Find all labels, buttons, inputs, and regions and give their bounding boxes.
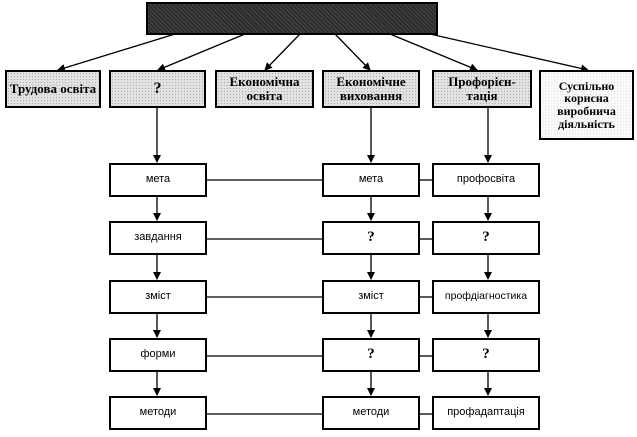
left-box-forms: форми <box>109 338 207 372</box>
cell-label: мета <box>145 173 171 186</box>
category-label: Економічне виховання <box>336 74 406 103</box>
cell-label: профадаптація <box>447 406 525 419</box>
right-box-prof-adaptation: профадаптація <box>432 396 540 430</box>
cell-label: профдіагностика <box>444 290 528 303</box>
category-label: Трудова освіта <box>9 81 97 97</box>
cell-label: ? <box>367 229 375 246</box>
cell-label: ? <box>482 229 490 246</box>
cell-label: зміст <box>358 290 384 303</box>
category-economic-upbringing: Економічне виховання <box>322 70 420 108</box>
mid-box-content: зміст <box>322 280 420 314</box>
cell-label: методи <box>352 406 390 419</box>
category-labor-education: Трудова освіта <box>5 70 101 108</box>
cell-label: профосвіта <box>456 173 516 186</box>
left-box-tasks: завдання <box>109 221 207 255</box>
cell-label: завдання <box>134 231 182 244</box>
category-label: Економічна освіта <box>229 74 300 103</box>
category-economic-education: Економічна освіта <box>215 70 314 108</box>
right-box-unknown-2: ? <box>432 338 540 372</box>
mid-box-unknown-1: ? <box>322 221 420 255</box>
cell-label: мета <box>358 173 384 186</box>
category-label: ? <box>153 79 162 97</box>
right-box-prof-diagnostics: профдіагностика <box>432 280 540 314</box>
right-box-prof-education: профосвіта <box>432 163 540 197</box>
category-socially-useful-work: Суспільно корисна виробнича діяльність <box>539 70 634 140</box>
right-box-unknown-1: ? <box>432 221 540 255</box>
mid-box-methods: методи <box>322 396 420 430</box>
cell-label: ? <box>482 346 490 363</box>
category-career-guidance: Профорієн-тація <box>432 70 532 108</box>
cell-label: форми <box>140 348 176 361</box>
left-box-goal: мета <box>109 163 207 197</box>
category-unknown: ? <box>109 70 206 108</box>
category-label: Суспільно корисна виробнича діяльність <box>557 78 616 131</box>
cell-label: зміст <box>145 290 171 303</box>
left-box-content: зміст <box>109 280 207 314</box>
category-label: Профорієн-тація <box>448 74 516 103</box>
cell-label: методи <box>139 406 177 419</box>
mid-box-goal: мета <box>322 163 420 197</box>
left-box-methods: методи <box>109 396 207 430</box>
mid-box-unknown-2: ? <box>322 338 420 372</box>
top-header-box <box>146 2 438 35</box>
cell-label: ? <box>367 346 375 363</box>
